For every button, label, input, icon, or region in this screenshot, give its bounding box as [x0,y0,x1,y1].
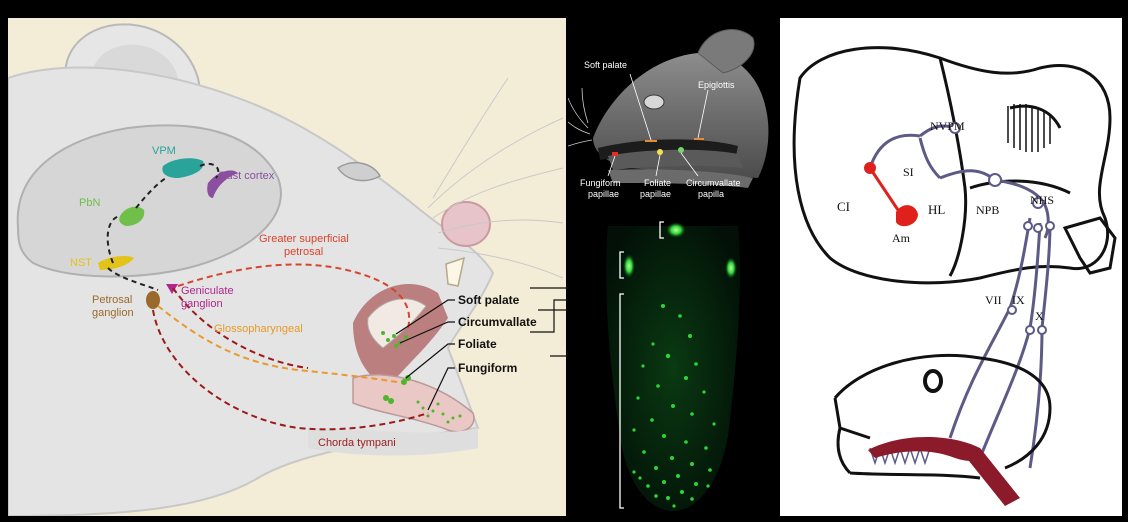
b-epiglottis-label: Epiglottis [698,80,735,90]
geniculate-ganglion-line-1: Geniculate [181,285,234,297]
nhs-label: NHS [1030,193,1054,207]
mouse-3d-panel: Soft palate Epiglottis Fungiform papilla… [568,18,778,214]
rat-head-diagram: VPM Gust cortex PbN NST Petrosal ganglio… [8,18,566,516]
neural-schematic-panel: NVPM SI CI HL Am NPB NHS VII IX X [780,18,1122,516]
head-eye [925,371,941,391]
ix-label: IX [1012,293,1025,307]
pbn-label: PbN [79,197,100,209]
cerebellum-hatch [1008,104,1050,152]
brain-outline [794,48,1110,283]
b-circumvallate-line-2: papilla [698,189,724,199]
petrosal-ganglion-line-2: ganglion [92,307,134,319]
vpm-label: VPM [152,145,176,157]
foliate-marker [657,149,663,155]
gsp-line-2: petrosal [284,246,323,258]
epiglottis-marker [694,138,704,140]
fungiform-marker [612,152,618,156]
ci-label: CI [837,199,850,214]
b-foliate-label: Foliate papillae [640,178,674,199]
soft-palate-label: Soft palate [458,293,520,307]
mouse-3d-render: Soft palate Epiglottis Fungiform papilla… [568,18,778,214]
b-foliate-line-1: Foliate [644,178,671,188]
vii-label: VII [985,293,1002,307]
hl-label: HL [928,202,945,217]
gsp-line-1: Greater superficial [259,233,349,245]
b-soft-palate-label: Soft palate [584,60,627,70]
mouse-eye [644,95,664,109]
petrosal-ganglion-line-1: Petrosal [92,294,132,306]
gust-cortex-label: Gust cortex [218,170,275,182]
circumvallate-fluorescence [666,222,686,238]
rat-head-panel: VPM Gust cortex PbN NST Petrosal ganglio… [8,18,566,516]
nvpm-label: NVPM [930,119,965,133]
foliate-right-fluorescence [725,257,737,279]
petrosal-ganglion-label: Petrosal ganglion [92,294,135,319]
fluorescent-tongue-panel [568,216,778,516]
chorda-tympani-label: Chorda tympani [318,437,396,449]
b-foliate-line-2: papillae [640,189,671,199]
geniculate-ganglion-line-2: ganglion [181,298,223,310]
neural-schematic: NVPM SI CI HL Am NPB NHS VII IX X [780,18,1122,516]
fungiform-label: Fungiform [458,361,517,375]
am-label: Am [892,231,911,245]
foliate-left-fluorescence [623,254,635,278]
ci-node [864,162,876,174]
foliate-label: Foliate [458,337,497,351]
glossopharyngeal-label: Glossopharyngeal [214,323,303,335]
soft-palate-marker [645,140,657,142]
nerve-ganglia [950,123,1054,334]
nst-label: NST [70,257,92,269]
fluorescent-tongue-image [568,216,778,516]
b-fungiform-line-1: Fungiform [580,178,621,188]
x-label: X [1035,309,1044,323]
ci-am-connection [870,168,900,213]
circumvallate-marker [678,147,684,153]
am-node [896,205,918,226]
dark-red-tongue [868,437,981,461]
si-label: SI [903,165,914,179]
head-outline [835,355,1050,478]
b-fungiform-label: Fungiform papillae [580,178,623,199]
npb-label: NPB [976,203,999,217]
b-fungiform-line-2: papillae [588,189,619,199]
b-circumvallate-label: Circumvallate papilla [686,178,743,199]
b-circumvallate-line-1: Circumvallate [686,178,741,188]
